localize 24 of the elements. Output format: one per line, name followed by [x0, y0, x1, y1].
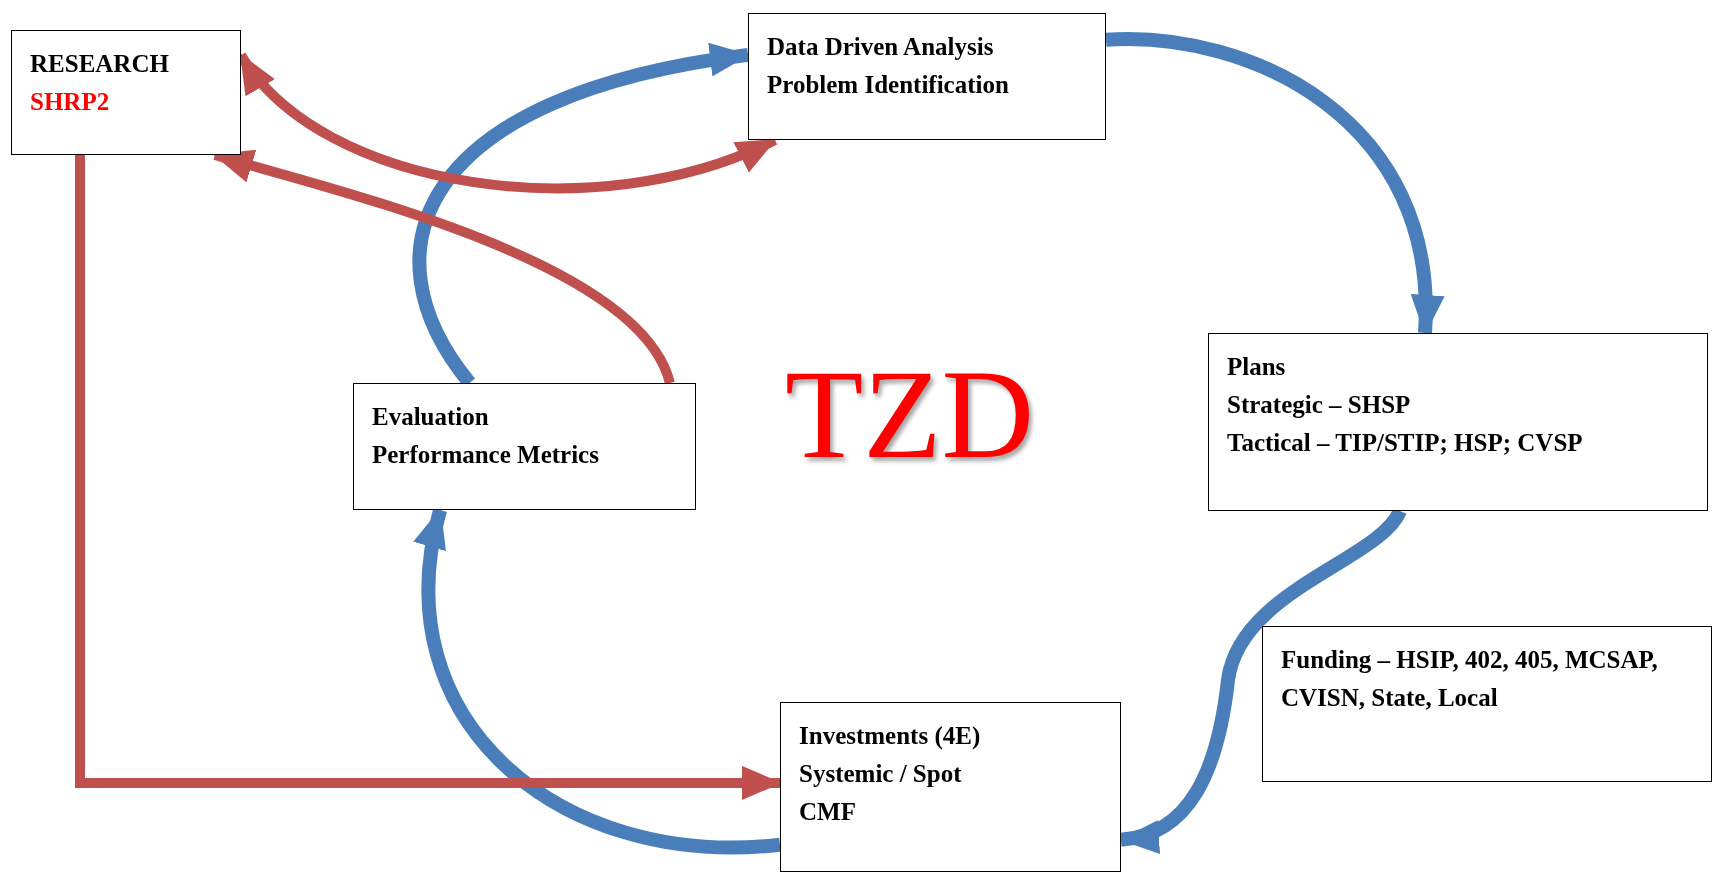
box-text: Data Driven Analysis — [767, 32, 995, 62]
text-box — [748, 13, 1106, 140]
box-text: Evaluation — [372, 402, 490, 432]
box-text: Strategic – SHSP — [1227, 390, 1412, 420]
text-box — [1208, 333, 1708, 511]
box-text: RESEARCH — [30, 49, 170, 79]
box-text: Performance Metrics — [372, 440, 600, 470]
title-text: TZD — [785, 350, 1034, 478]
box-text: CMF — [799, 797, 857, 827]
box-text: Problem Identification — [767, 70, 1010, 100]
text-box — [1262, 626, 1712, 782]
box-text: Plans — [1227, 352, 1287, 382]
text-box — [780, 702, 1121, 872]
box-text: Tactical – TIP/STIP; HSP; CVSP — [1227, 428, 1584, 458]
curved-arrow — [213, 149, 675, 385]
curved-arrow — [1105, 32, 1442, 335]
text-box — [353, 383, 696, 510]
curved-arrow — [416, 508, 781, 855]
box-text: Systemic / Spot — [799, 759, 963, 789]
box-text: SHRP2 — [30, 87, 111, 117]
box-text: Investments (4E) — [799, 721, 982, 752]
box-text: Funding – HSIP, 402, 405, MCSAP, CVISN, State, Local — [1281, 645, 1659, 713]
curved-arrow — [75, 155, 782, 800]
text-box — [11, 30, 241, 155]
